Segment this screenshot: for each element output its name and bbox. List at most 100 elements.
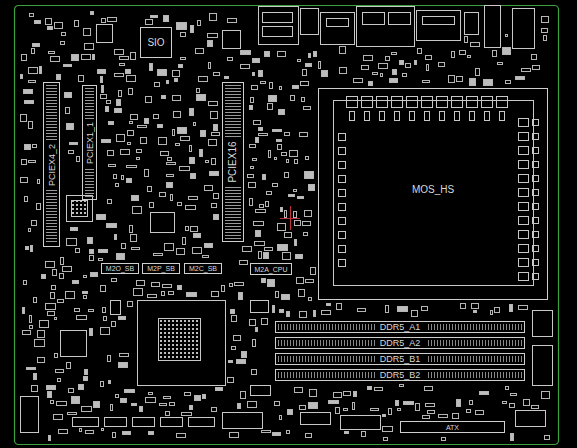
smd-part	[180, 167, 190, 171]
smd-part	[400, 385, 404, 387]
dimm-pin	[326, 324, 327, 330]
smd-part	[506, 35, 508, 37]
smd-part	[145, 119, 149, 124]
dimm-pin	[320, 324, 321, 330]
smd-part	[415, 61, 417, 65]
smd-part	[259, 71, 263, 77]
smd-part	[57, 75, 61, 80]
smd-part	[53, 270, 57, 276]
dimm-pin	[317, 372, 318, 378]
smd-part	[101, 77, 103, 83]
dimm-pin	[311, 340, 312, 346]
smd-part	[254, 222, 264, 226]
dimm-pin	[491, 340, 492, 346]
dimm-pin	[329, 324, 330, 330]
smd-part	[77, 316, 87, 320]
slot-pin	[46, 106, 57, 107]
smd-part	[21, 115, 27, 122]
smd-part	[181, 33, 186, 37]
slot-pin	[85, 172, 94, 173]
pin-header	[301, 413, 331, 425]
dimm-pin	[461, 324, 462, 330]
smd-part	[174, 112, 181, 118]
smd-part	[255, 242, 265, 246]
dimm-pin	[347, 372, 348, 378]
smd-part	[60, 274, 64, 279]
dimm-pin	[356, 372, 357, 378]
dimm-pin	[464, 340, 465, 346]
smd-part	[259, 252, 262, 259]
dimm-pin	[446, 372, 447, 378]
vrm-choke	[467, 97, 478, 108]
io-port	[423, 17, 455, 25]
io-port	[263, 27, 293, 37]
smd-part	[38, 180, 40, 184]
dimm-pin	[479, 324, 480, 330]
dimm-pin	[332, 324, 333, 330]
smd-part	[269, 96, 277, 102]
vrm-mosfet	[533, 274, 539, 280]
dimm-pin	[314, 356, 315, 362]
smd-part	[72, 55, 79, 61]
chipset-outline	[138, 301, 226, 386]
vrm-mosfet	[533, 204, 539, 210]
rear-io-connector	[513, 9, 535, 49]
smd-part	[371, 409, 379, 411]
smd-part	[37, 204, 41, 210]
smd-part	[211, 112, 218, 119]
component-box: DDR5_B2	[275, 369, 525, 381]
vrm-mosfet	[395, 112, 400, 121]
smd-part	[205, 244, 213, 248]
smd-part	[467, 410, 471, 413]
dimm-pin	[374, 324, 375, 330]
slot-pin	[46, 211, 57, 212]
smd-part	[256, 328, 258, 332]
slot-pin	[225, 109, 241, 110]
smd-part	[516, 77, 525, 80]
dimm-pin	[305, 340, 306, 346]
slot-pin	[85, 178, 94, 179]
smd-part	[249, 183, 256, 188]
smd-part	[32, 386, 38, 392]
smd-part	[197, 95, 206, 101]
smd-part	[212, 204, 217, 208]
dimm-pin	[347, 324, 348, 330]
capacitor	[339, 190, 346, 197]
dimm-pin	[452, 356, 453, 362]
dimm-pin	[521, 356, 522, 362]
smd-part	[279, 110, 285, 115]
smd-part	[230, 433, 239, 438]
smd-part	[29, 122, 33, 129]
smd-part	[64, 65, 72, 67]
smd-part	[262, 319, 268, 325]
smd-part	[311, 268, 316, 275]
smd-part	[278, 245, 288, 251]
smd-part	[162, 96, 166, 99]
smd-part	[300, 312, 307, 318]
smd-part	[103, 308, 106, 313]
smd-part	[177, 434, 186, 438]
smd-part	[262, 279, 266, 283]
dimm-pin	[314, 324, 315, 330]
slot-pin	[85, 112, 94, 113]
dimm-pin	[335, 324, 336, 330]
smd-part	[111, 405, 113, 411]
smd-part	[21, 178, 28, 183]
smd-part	[309, 185, 315, 191]
smd-part	[542, 392, 550, 399]
vrm-choke	[519, 119, 529, 127]
smd-part	[241, 51, 251, 55]
smd-part	[191, 227, 198, 232]
dimm-pin	[368, 340, 369, 346]
dimm-pin	[467, 324, 468, 330]
dimm-pin	[467, 356, 468, 362]
smd-part	[406, 64, 411, 68]
vrm-mosfet	[350, 112, 355, 121]
io-port	[327, 19, 349, 27]
dimm-pin	[341, 340, 342, 346]
smd-part	[88, 238, 93, 244]
smd-part	[310, 390, 317, 397]
dimm-pin	[341, 372, 342, 378]
dimm-pin	[482, 340, 483, 346]
dimm-pin	[440, 356, 441, 362]
